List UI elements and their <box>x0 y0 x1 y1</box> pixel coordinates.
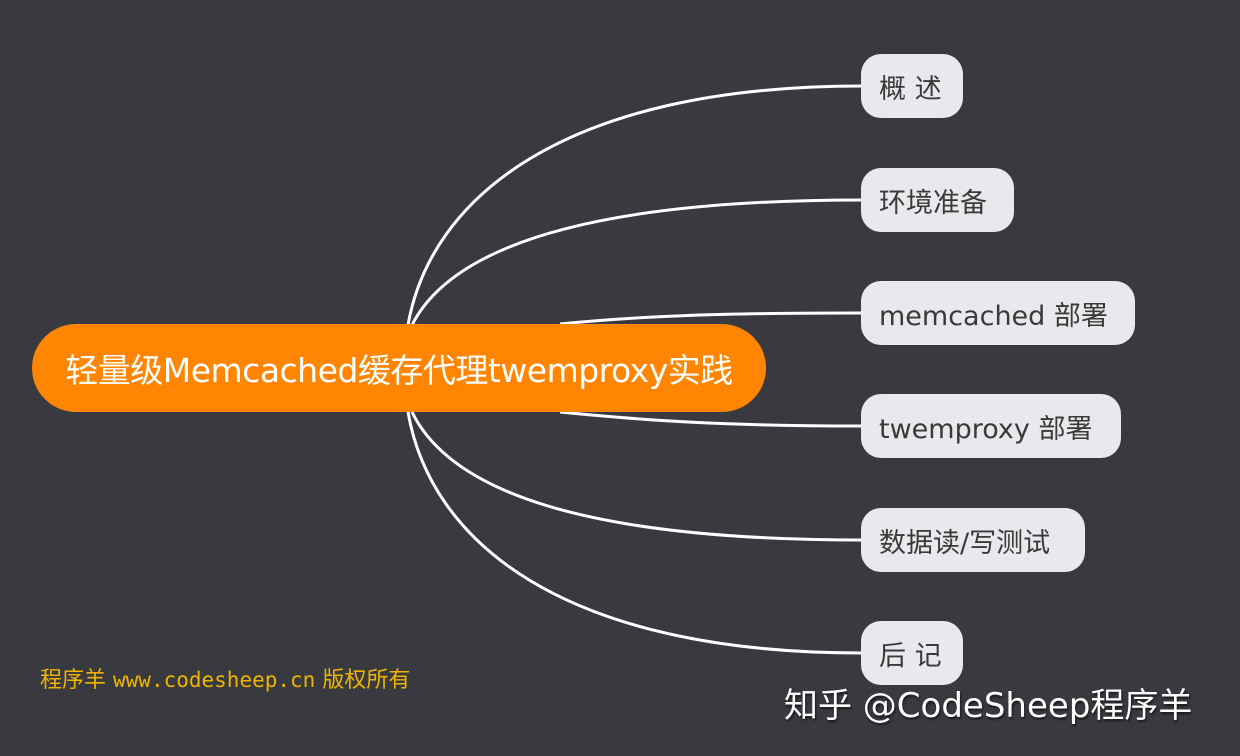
connector-5 <box>410 411 863 542</box>
root-topic-label: 轻量级Memcached缓存代理twemproxy实践 <box>65 351 733 390</box>
branch-label: 后 记 <box>879 640 942 672</box>
connector-1 <box>406 84 863 326</box>
branch-label: twemproxy 部署 <box>879 413 1093 445</box>
branch-label: 环境准备 <box>879 187 987 219</box>
branch-twemproxy-deploy[interactable]: twemproxy 部署 <box>861 394 1121 458</box>
connector-2 <box>410 198 863 326</box>
footer-rights: 版权所有 <box>322 668 411 693</box>
branch-postscript[interactable]: 后 记 <box>861 621 963 685</box>
branch-environment[interactable]: 环境准备 <box>861 168 1014 232</box>
connector-3 <box>559 311 863 326</box>
branch-overview[interactable]: 概 述 <box>861 54 963 118</box>
zhihu-watermark: 知乎 @CodeSheep程序羊 <box>784 686 1193 726</box>
copyright-footer: 程序羊 www.codesheep.cn 版权所有 <box>40 662 410 694</box>
root-topic[interactable]: 轻量级Memcached缓存代理twemproxy实践 <box>32 324 766 412</box>
connector-4 <box>559 410 863 428</box>
branch-label: 数据读/写测试 <box>879 527 1051 559</box>
footer-brand: 程序羊 <box>40 668 107 693</box>
branch-label: memcached 部署 <box>879 300 1108 332</box>
branch-memcached-deploy[interactable]: memcached 部署 <box>861 281 1135 345</box>
branch-label: 概 述 <box>879 73 942 105</box>
branch-rw-test[interactable]: 数据读/写测试 <box>861 508 1085 572</box>
footer-url: www.codesheep.cn <box>113 668 316 692</box>
connector-6 <box>406 411 863 655</box>
